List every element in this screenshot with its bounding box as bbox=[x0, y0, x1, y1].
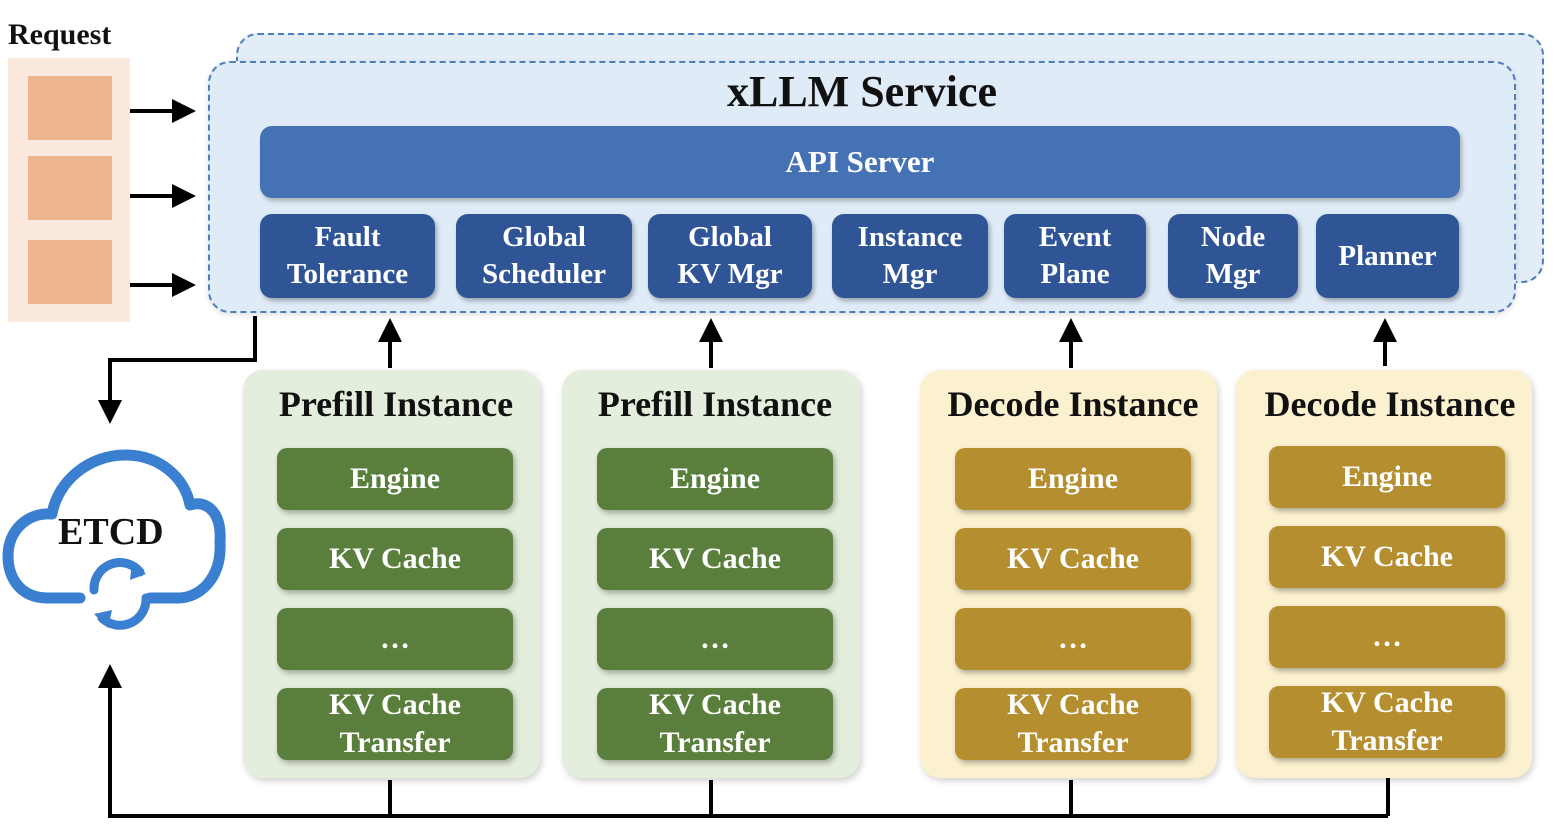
instance-title: Decode Instance bbox=[947, 384, 1199, 424]
kv-cache-block: KV Cache bbox=[597, 528, 833, 590]
kv-cache-block: KV Cache bbox=[277, 528, 513, 590]
cloud-sync-icon bbox=[2, 449, 226, 630]
kv-cache-block: KV Cache bbox=[955, 528, 1191, 590]
ellipsis-block: … bbox=[1269, 606, 1505, 668]
instances-to-etcd-bus bbox=[98, 664, 392, 818]
ellipsis-block: … bbox=[597, 608, 833, 670]
service-to-etcd-arrow bbox=[98, 316, 257, 424]
engine-block: Engine bbox=[955, 448, 1191, 510]
kv-cache-block: KV Cache bbox=[1269, 526, 1505, 588]
ellipsis-block: … bbox=[955, 608, 1191, 670]
instance-title: Prefill Instance bbox=[597, 384, 833, 424]
instance-title: Decode Instance bbox=[1264, 384, 1516, 424]
engine-block: Engine bbox=[277, 448, 513, 510]
etcd-label: ETCD bbox=[58, 511, 164, 553]
request-item bbox=[28, 156, 112, 220]
engine-block: Engine bbox=[1269, 446, 1505, 508]
instance-title: Prefill Instance bbox=[278, 384, 514, 424]
request-item bbox=[28, 76, 112, 140]
ellipsis-block: … bbox=[277, 608, 513, 670]
api-server: API Server bbox=[260, 126, 1460, 198]
request-item bbox=[28, 240, 112, 304]
planner-module: Planner bbox=[1316, 214, 1459, 298]
request-title: Request bbox=[8, 18, 112, 51]
engine-block: Engine bbox=[597, 448, 833, 510]
service-title: xLLM Service bbox=[726, 67, 998, 116]
